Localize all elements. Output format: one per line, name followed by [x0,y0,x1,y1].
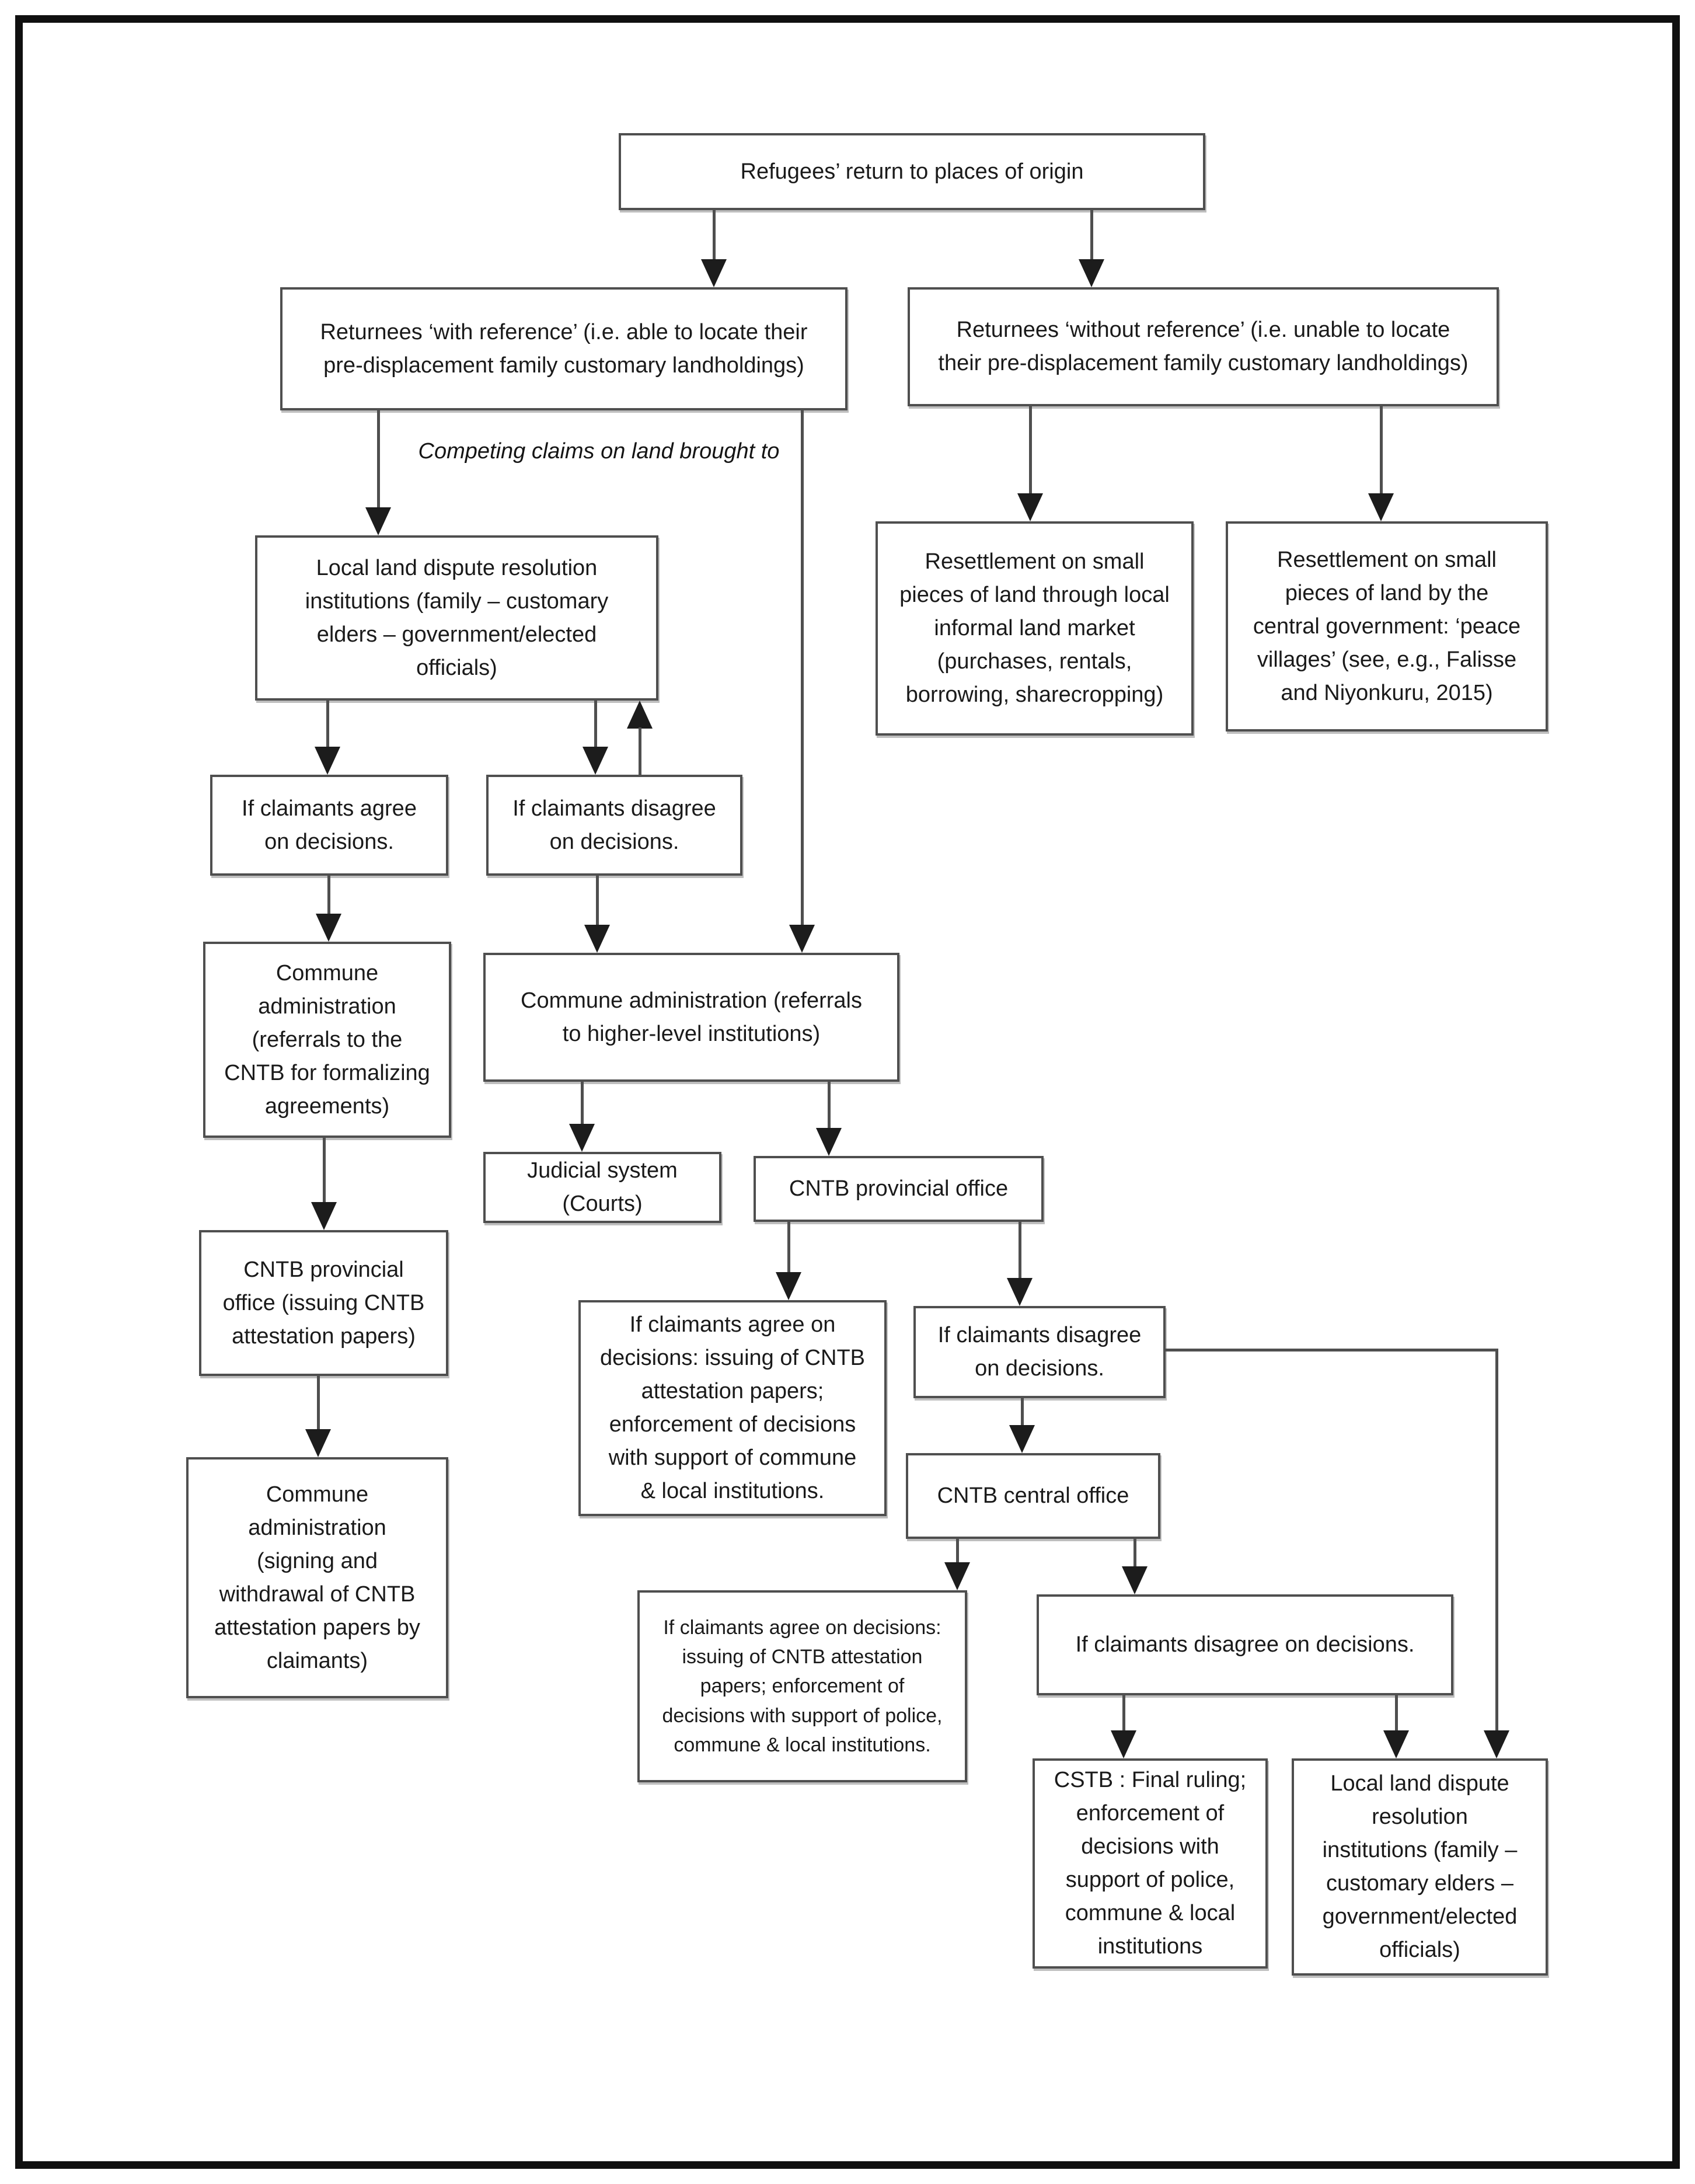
edge-provincial-issuing-to-commune-signing-line [317,1376,320,1431]
edge-refugees-to-without-reference-arrowhead [1079,259,1104,287]
edge-disagree-to-local-dispute-line [639,727,641,775]
edge-cntb-provincial-to-agree-commune-arrowhead [776,1272,801,1300]
edge-provincial-issuing-to-commune-signing-arrowhead [305,1429,331,1457]
node-refugees-return-label: Refugees’ return to places of origin [740,159,1084,184]
edge-with-reference-to-commune-higher-line [801,410,804,927]
edge-refugees-to-with-reference-arrowhead [701,259,727,287]
node-cstb-final-ruling: CSTB : Final ruling; enforcement of deci… [1033,1758,1268,1969]
edge-with-reference-to-commune-higher-arrowhead [789,925,815,953]
edge-without-reference-to-central-government-line [1380,406,1383,496]
node-commune-admin-signing: Commune administration (signing and with… [186,1457,448,1698]
node-commune-admin-higher-level: Commune administration (referrals to hig… [483,953,899,1082]
node-agree-commune-local-label: If claimants agree on decisions: issuing… [599,1312,866,1503]
edge-refugees-to-with-reference-line [713,210,716,262]
edge-cntb-central-to-agree-police-arrowhead [944,1562,970,1590]
edge-cntb-provincial-to-disagree2-line [1019,1222,1021,1280]
edge-disagree2-to-local-dispute2-hline [1166,1349,1498,1351]
node-cntb-central-office-label: CNTB central office [937,1483,1129,1508]
node-local-dispute-institutions-label: Local land dispute resolution institutio… [305,555,609,680]
edge-disagree3-to-local-dispute2-arrowhead [1383,1730,1409,1758]
edge-without-reference-to-central-government-arrowhead [1368,493,1394,521]
node-disagree-decisions-2: If claimants disagree on decisions. [913,1306,1166,1398]
edge-local-dispute-to-agree-arrowhead [315,747,340,775]
edge-disagree3-to-cstb-line [1122,1695,1125,1733]
edge-cntb-central-to-disagree3-arrowhead [1122,1566,1148,1594]
edge-commune-higher-to-judicial-line [581,1082,584,1126]
node-cntb-provincial-office-label: CNTB provincial office [789,1176,1009,1201]
node-commune-admin-cntb-referrals-label: Commune administration (referrals to the… [224,960,430,1119]
node-disagree-decisions-3-label: If claimants disagree on decisions. [1075,1632,1415,1657]
edge-without-reference-to-informal-market-arrowhead [1017,493,1043,521]
node-cntb-provincial-issuing-label: CNTB provincial office (issuing CNTB att… [222,1257,425,1349]
node-commune-admin-signing-label: Commune administration (signing and with… [214,1482,420,1673]
node-cstb-final-ruling-label: CSTB : Final ruling; enforcement of deci… [1054,1768,1247,1959]
node-disagree-decisions-3: If claimants disagree on decisions. [1037,1594,1453,1695]
node-claimants-agree: If claimants agree on decisions. [210,775,448,876]
edge-disagree2-to-local-dispute2-vline [1495,1349,1498,1733]
edge-local-dispute-to-agree-line [326,701,329,749]
node-resettlement-informal-market-label: Resettlement on small pieces of land thr… [899,549,1170,707]
node-commune-admin-higher-level-label: Commune administration (referrals to hig… [521,988,862,1046]
node-agree-commune-local: If claimants agree on decisions: issuing… [578,1300,887,1516]
node-judicial-system-label: Judicial system (Courts) [527,1158,678,1216]
node-claimants-disagree-label: If claimants disagree on decisions. [512,796,716,854]
node-claimants-disagree: If claimants disagree on decisions. [486,775,742,876]
node-agree-police-commune-local: If claimants agree on decisions: issuing… [637,1590,967,1782]
edge-with-reference-to-local-dispute-arrowhead [365,507,391,535]
edge-agree-to-commune-cntb-arrowhead [316,914,341,942]
node-resettlement-informal-market: Resettlement on small pieces of land thr… [876,521,1194,736]
node-resettlement-central-government-label: Resettlement on small pieces of land by … [1253,547,1521,705]
edge-cntb-provincial-to-agree-commune-line [787,1222,790,1274]
edge-commune-cntb-to-provincial-issuing-arrowhead [311,1202,337,1230]
edge-disagree-to-local-dispute-arrowhead [627,701,653,729]
edge-without-reference-to-informal-market-line [1029,406,1032,496]
node-judicial-system: Judicial system (Courts) [483,1152,721,1223]
edge-disagree2-to-cntb-central-arrowhead [1009,1425,1035,1453]
edge-disagree2-to-local-dispute2-arrowhead [1484,1730,1509,1758]
edge-disagree2-to-cntb-central-line [1021,1398,1024,1427]
node-agree-police-commune-local-label: If claimants agree on decisions: issuing… [662,1616,943,1756]
edge-cntb-provincial-to-disagree2-arrowhead [1007,1278,1033,1306]
node-cntb-provincial-issuing: CNTB provincial office (issuing CNTB att… [199,1230,448,1376]
edge-disagree3-to-local-dispute2-line [1395,1695,1398,1733]
edge-local-dispute-to-disagree-arrowhead [583,747,608,775]
node-returnees-without-reference-label: Returnees ‘without reference’ (i.e. unab… [938,318,1469,375]
edge-commune-cntb-to-provincial-issuing-line [323,1138,326,1204]
edge-cntb-central-to-disagree3-line [1134,1539,1136,1569]
edge-disagree3-to-cstb-arrowhead [1111,1730,1136,1758]
node-returnees-without-reference: Returnees ‘without reference’ (i.e. unab… [908,287,1499,406]
node-commune-admin-cntb-referrals: Commune administration (referrals to the… [203,942,451,1138]
node-cntb-provincial-office: CNTB provincial office [754,1156,1044,1222]
edge-cntb-central-to-agree-police-line [956,1539,959,1565]
edge-commune-higher-to-judicial-arrowhead [569,1124,595,1152]
node-cntb-central-office: CNTB central office [906,1453,1160,1539]
edge-agree-to-commune-cntb-line [327,876,330,916]
node-resettlement-central-government: Resettlement on small pieces of land by … [1226,521,1548,732]
edge-with-reference-to-local-dispute-line [377,410,380,510]
edge-commune-higher-to-cntb-provincial-arrowhead [816,1128,842,1156]
edge-commune-higher-to-cntb-provincial-line [828,1082,831,1130]
edge-label-competing-claims: Competing claims on land brought to [418,439,780,464]
node-returnees-with-reference: Returnees ‘with reference’ (i.e. able to… [280,287,848,410]
node-claimants-agree-label: If claimants agree on decisions. [242,796,417,854]
node-returnees-with-reference-label: Returnees ‘with reference’ (i.e. able to… [320,319,808,378]
node-refugees-return: Refugees’ return to places of origin [619,133,1205,210]
edge-local-dispute-to-disagree-line [594,701,597,749]
edge-refugees-to-without-reference-line [1090,210,1093,262]
edge-disagree-to-commune-higher-arrowhead [584,925,610,953]
edge-disagree-to-commune-higher-line [596,876,599,927]
node-local-dispute-institutions-2: Local land dispute resolution institutio… [1292,1758,1548,1976]
node-local-dispute-institutions-2-label: Local land dispute resolution institutio… [1322,1771,1518,1962]
node-disagree-decisions-2-label: If claimants disagree on decisions. [937,1323,1142,1381]
node-local-dispute-institutions: Local land dispute resolution institutio… [255,535,658,701]
